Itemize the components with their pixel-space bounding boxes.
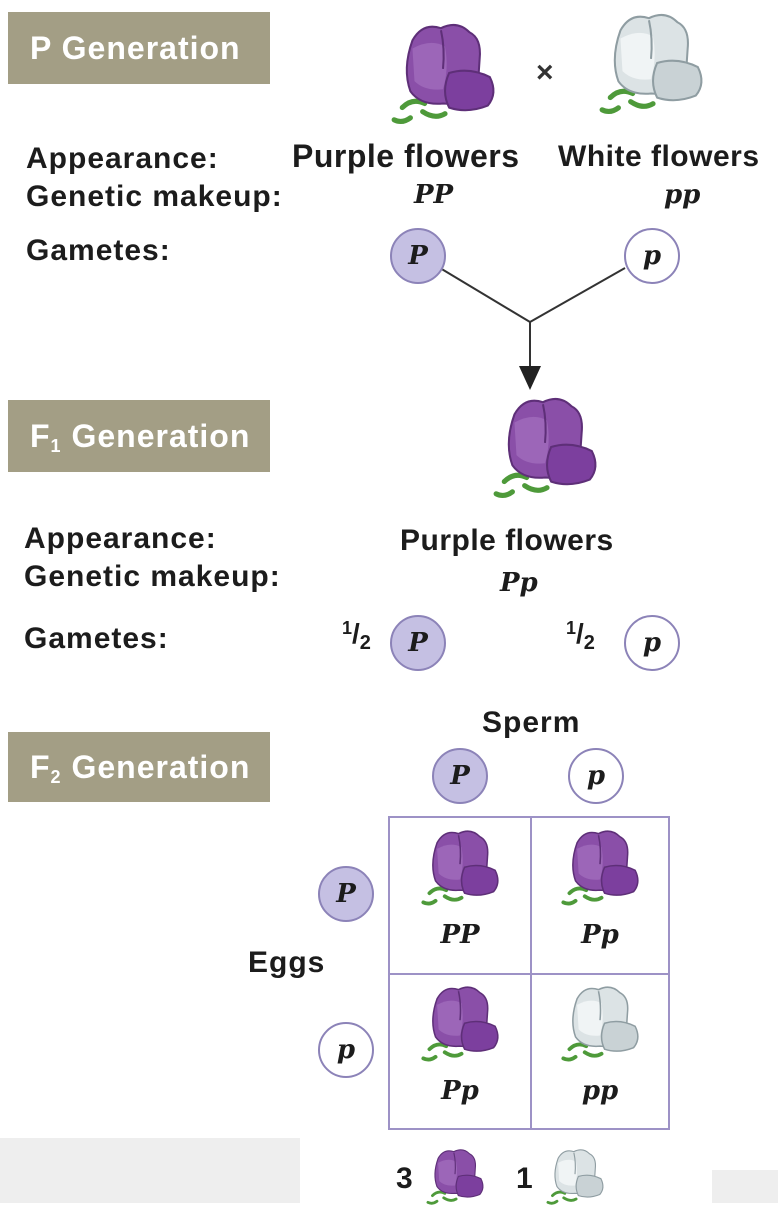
f1-fraction-dom: 1/2 [342, 618, 371, 655]
cross-symbol: × [536, 56, 554, 90]
f1-label-sub: 1 [51, 436, 62, 456]
sperm-gamete-recessive: p [568, 748, 624, 804]
sperm-gamete-dominant: P [432, 748, 488, 804]
parent1-gamete: P [390, 228, 446, 284]
f1-gamete-recessive: p [624, 615, 680, 671]
f2-label-rest: Generation [62, 749, 251, 785]
f1-fraction-rec: 1/2 [566, 618, 595, 655]
genetic-makeup-label: Genetic makeup: [26, 180, 283, 214]
f2-label-sub: 2 [51, 767, 62, 787]
line-parent2 [530, 268, 625, 322]
f1-appearance-label: Appearance: [24, 522, 217, 556]
white-flower-icon [580, 8, 722, 120]
f1-purple-flower-icon [474, 392, 616, 504]
gametes-label: Gametes: [26, 234, 171, 268]
parent2-phenotype: White flowers [558, 140, 760, 174]
f2-label-main: F [30, 749, 51, 785]
egg-gamete-dominant: P [318, 866, 374, 922]
grid-divider-horizontal [390, 973, 668, 975]
f1-gamete-dominant: P [390, 615, 446, 671]
f1-generation-label: F1 Generation [8, 400, 270, 472]
f1-gametes-label: Gametes: [24, 622, 169, 656]
f1-phenotype: Purple flowers [400, 524, 614, 558]
ratio-white-count: 1 [516, 1162, 533, 1196]
parent2-gamete: p [624, 228, 680, 284]
p-generation-label-text: P Generation [30, 30, 241, 66]
f1-label-rest: Generation [62, 418, 251, 454]
f1-genetic-makeup-label: Genetic makeup: [24, 560, 281, 594]
cell-purple-flower-icon [548, 826, 652, 910]
appearance-label: Appearance: [26, 142, 219, 176]
punnett-cell-rec: pp [540, 1076, 660, 1106]
cell-white-flower-icon [548, 982, 652, 1066]
bottom-left-panel [0, 1138, 300, 1203]
f2-generation-label: F2 Generation [8, 732, 270, 802]
parent1-phenotype: Purple flowers [292, 138, 520, 175]
parent2-genotype: pp [664, 180, 700, 210]
sperm-label: Sperm [482, 706, 580, 740]
parent1-genotype: PP [414, 180, 453, 210]
fraction-den: 2 [360, 632, 371, 654]
eggs-label: Eggs [248, 946, 325, 980]
fraction-num: 1 [566, 618, 576, 638]
punnett-cell-pp-het: Pp [540, 920, 660, 950]
bottom-right-panel [712, 1170, 778, 1203]
line-parent1 [440, 268, 530, 322]
p-generation-label: P Generation [8, 12, 270, 84]
cell-purple-flower-icon [408, 982, 512, 1066]
arrowhead-icon [519, 366, 541, 390]
ratio-purple-flower-icon [414, 1146, 496, 1208]
f1-label-main: F [30, 418, 51, 454]
ratio-purple-count: 3 [396, 1162, 413, 1196]
egg-gamete-recessive: p [318, 1022, 374, 1078]
fraction-den: 2 [584, 632, 595, 654]
cell-purple-flower-icon [408, 826, 512, 910]
fraction-num: 1 [342, 618, 352, 638]
ratio-white-flower-icon [534, 1146, 616, 1208]
purple-flower-icon [372, 18, 514, 130]
punnett-cell-het: Pp [400, 1076, 520, 1106]
f1-genotype: Pp [500, 568, 538, 598]
punnett-cell-pp-dom: PP [400, 920, 520, 950]
